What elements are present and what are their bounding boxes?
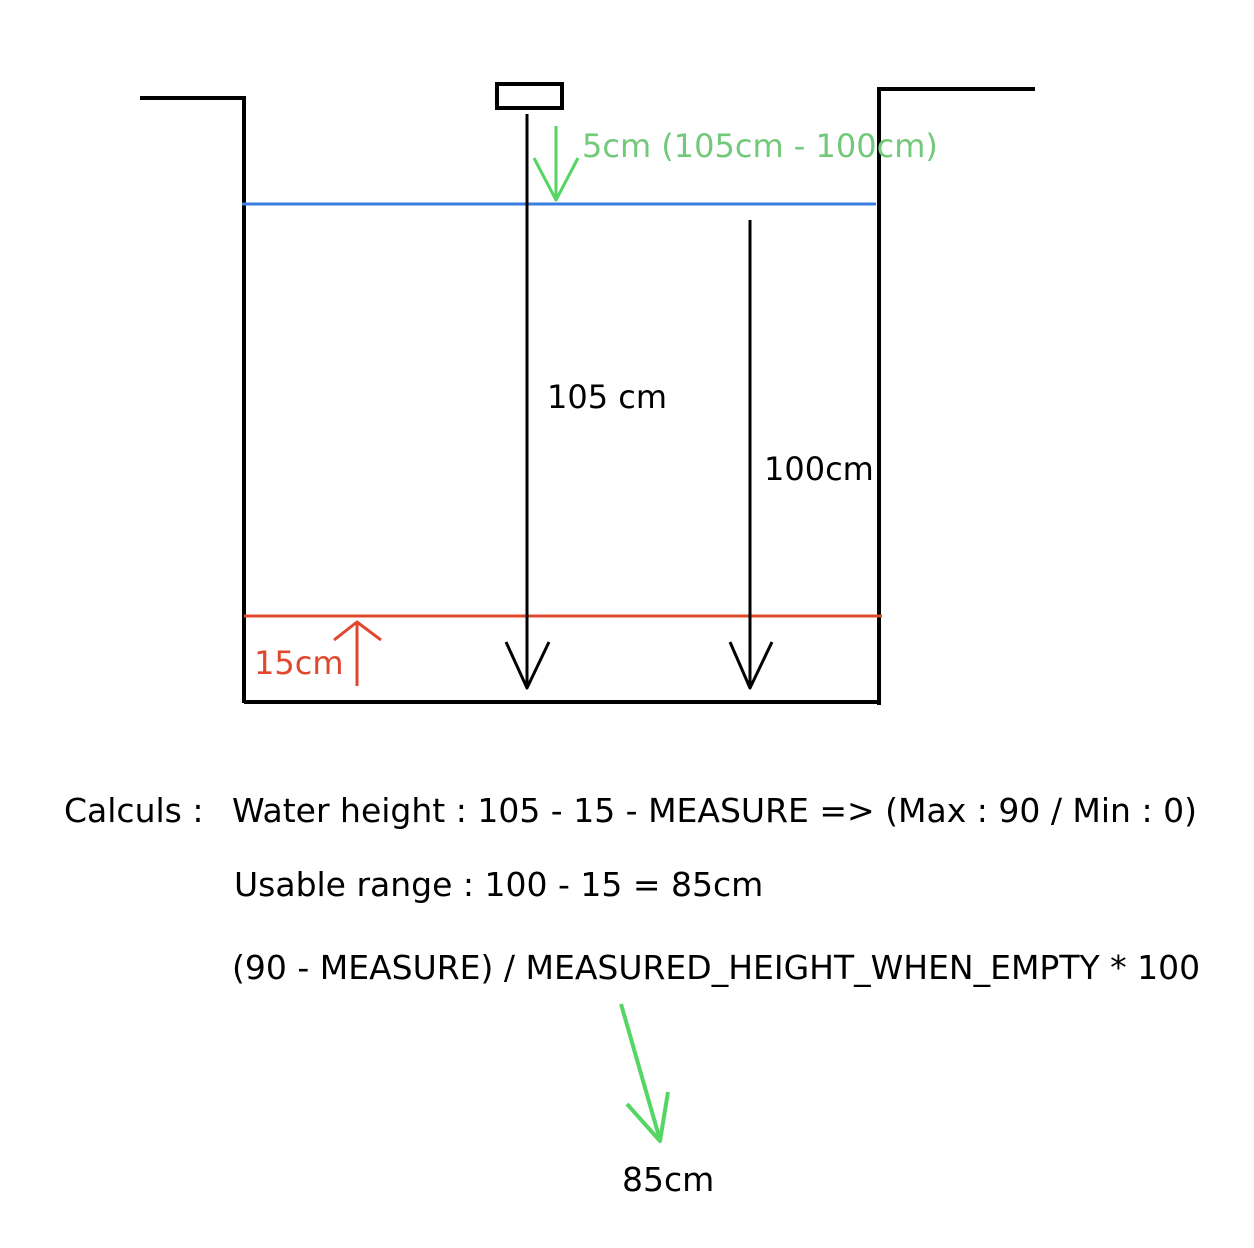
result-arrow xyxy=(619,1003,662,1141)
sensor-distance-arrowhead xyxy=(504,641,551,690)
calculations-heading: Calculs : xyxy=(64,791,204,830)
dead-zone-label: 15cm xyxy=(254,644,343,682)
dead-zone-arrowhead xyxy=(333,620,382,642)
max-to-bottom-label: 100cm xyxy=(764,450,874,488)
percentage-formula: (90 - MEASURE) / MEASURED_HEIGHT_WHEN_EM… xyxy=(232,948,1201,987)
tank-left-wall xyxy=(140,96,246,703)
water-height-formula: Water height : 105 - 15 - MEASURE => (Ma… xyxy=(232,791,1197,830)
result-arrowhead xyxy=(625,1091,670,1143)
usable-range-formula: Usable range : 100 - 15 = 85cm xyxy=(234,865,764,904)
tank-right-wall xyxy=(877,87,1035,705)
sensor-offset-label: 5cm (105cm - 100cm) xyxy=(582,127,938,165)
max-level-distance-arrowhead xyxy=(728,641,774,690)
sensor-box xyxy=(495,82,564,110)
sensor-to-bottom-label: 105 cm xyxy=(547,378,667,416)
offset-arrowhead xyxy=(532,157,580,202)
result-value: 85cm xyxy=(622,1160,715,1199)
